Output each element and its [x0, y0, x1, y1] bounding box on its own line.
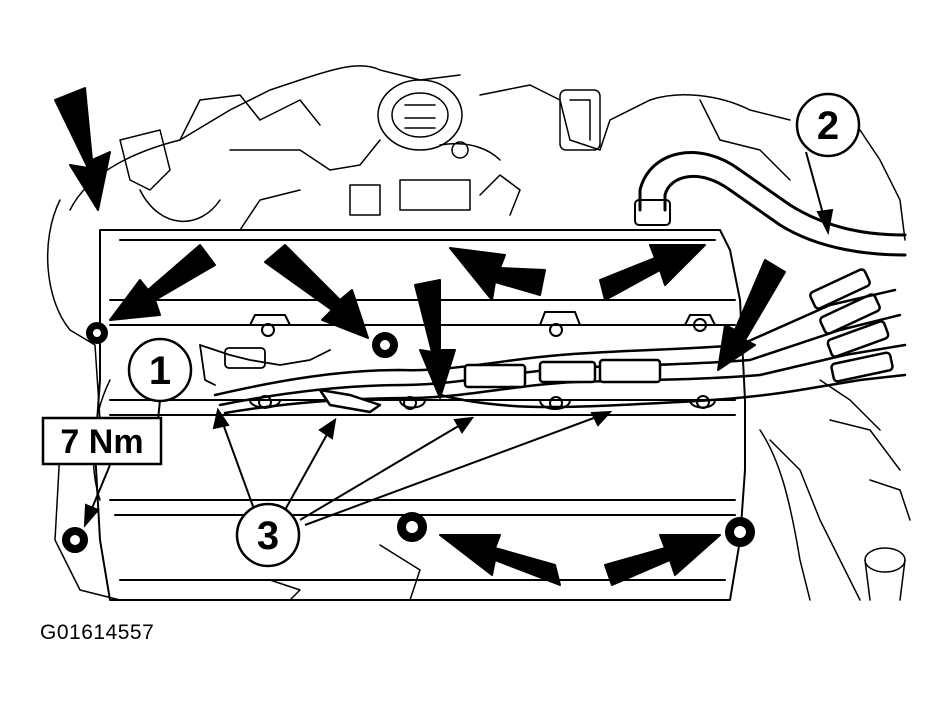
bolt	[725, 517, 755, 547]
bolt	[86, 322, 108, 344]
leader-line-item-1	[157, 399, 161, 421]
figure-id: G01614557	[40, 621, 155, 644]
arrow-marker	[264, 244, 369, 339]
bolt-location-arrows	[54, 87, 786, 586]
wiring-connector	[199, 344, 331, 386]
callout-1: 1	[127, 337, 193, 403]
callout-2: 2	[795, 92, 861, 158]
arrow-marker	[604, 534, 721, 586]
leader-arrowhead	[83, 503, 100, 528]
callout-1-label: 1	[149, 349, 171, 393]
arrow-marker	[717, 259, 786, 371]
leader-arrowhead	[453, 416, 475, 434]
leader-arrowhead	[816, 208, 834, 236]
bolt	[397, 512, 427, 542]
arrow-marker	[449, 247, 546, 301]
breather-hose	[634, 151, 907, 257]
leader-arrowhead	[212, 407, 230, 430]
arrow-marker	[54, 87, 111, 211]
bolt	[372, 332, 398, 358]
leader-arrow-item-3d	[304, 411, 611, 526]
leader-arrowhead	[318, 417, 337, 440]
engine-background-linework	[46, 65, 911, 601]
leader-arrowhead	[590, 410, 613, 427]
arrow-marker	[439, 534, 561, 586]
leader-lines	[83, 151, 834, 528]
valve-cover-bolts	[62, 318, 755, 553]
callout-3: 3	[235, 502, 301, 568]
leader-arrow-item-3c	[299, 417, 473, 521]
bolt	[62, 527, 88, 553]
spark-plug-leads	[213, 268, 907, 415]
leader-arrow-item-3a	[217, 409, 259, 521]
torque-spec-box: 7 Nm	[41, 416, 163, 466]
torque-spec-label: 7 Nm	[60, 423, 143, 461]
callout-2-label: 2	[817, 104, 839, 148]
arrow-marker	[599, 244, 706, 301]
arrow-marker	[414, 279, 456, 399]
arrow-marker	[109, 244, 216, 321]
callout-3-label: 3	[257, 514, 279, 558]
